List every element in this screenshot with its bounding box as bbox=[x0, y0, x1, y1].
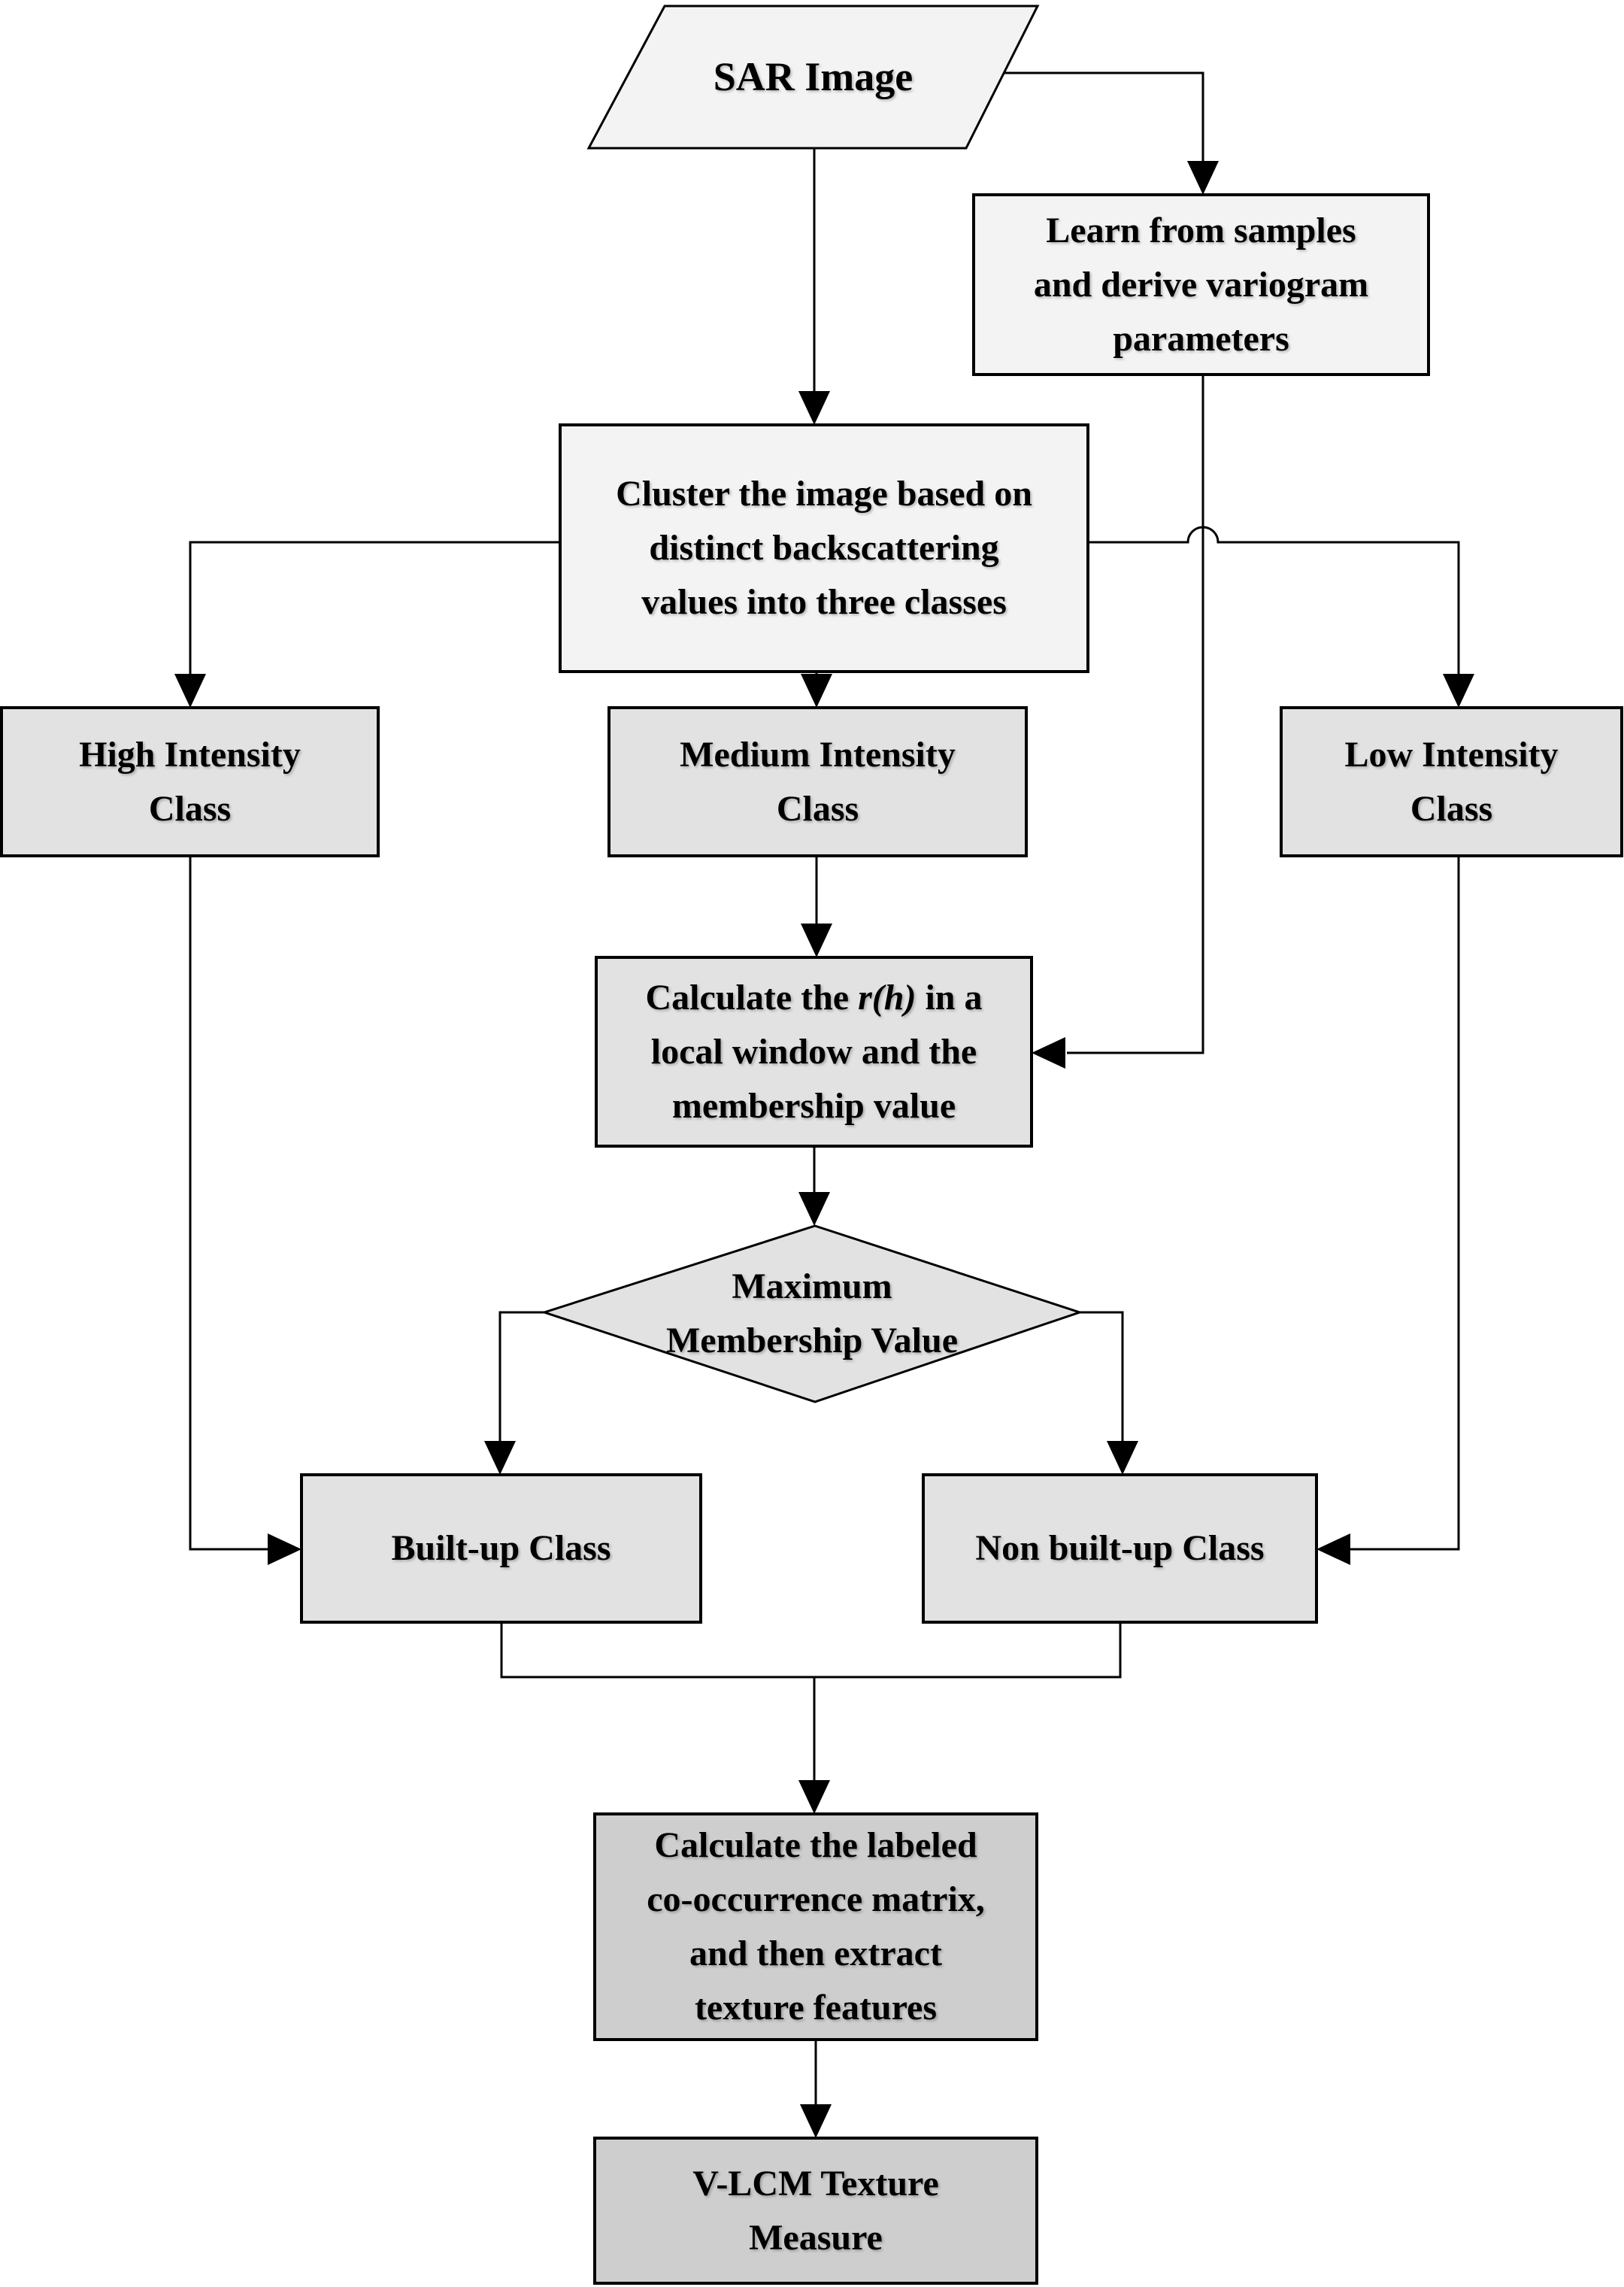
connector-line bbox=[189, 856, 268, 1551]
connector-line bbox=[1002, 71, 1204, 162]
edge-cooccurrence-to-vlcm bbox=[800, 2040, 832, 2138]
edge-learn-to-calc bbox=[1032, 375, 1204, 1069]
arrowhead bbox=[268, 1533, 301, 1565]
arrowhead bbox=[801, 924, 832, 957]
connector-line bbox=[1067, 375, 1204, 1054]
arrowhead bbox=[800, 2104, 832, 2138]
connector-line bbox=[189, 541, 560, 675]
node-cluster-shape bbox=[559, 423, 1089, 673]
edge-merge-to-cooccurrence bbox=[500, 1622, 1122, 1814]
arrowhead bbox=[798, 391, 830, 425]
connector-line bbox=[1080, 1311, 1124, 1442]
connector-line-with-hop bbox=[1088, 526, 1460, 675]
edge-cluster-to-high bbox=[174, 541, 560, 708]
merge-line bbox=[500, 1622, 1122, 1679]
arrowhead bbox=[1443, 674, 1474, 708]
edge-high-to-builtup bbox=[189, 856, 301, 1565]
edge-low-to-nonbuiltup bbox=[1316, 856, 1460, 1565]
node-max-membership-diamond-shape bbox=[541, 1224, 1083, 1403]
node-built-up-shape bbox=[300, 1473, 702, 1624]
arrowhead bbox=[1107, 1441, 1138, 1475]
edge-cluster-to-medium bbox=[801, 672, 832, 708]
arrowhead bbox=[174, 674, 206, 708]
arrowhead bbox=[484, 1441, 516, 1475]
arrowhead bbox=[798, 1192, 830, 1226]
arrowhead bbox=[798, 1780, 830, 1814]
node-learn-samples-shape bbox=[972, 193, 1430, 376]
node-sar-image-shape bbox=[586, 5, 1040, 150]
node-vlcm-shape bbox=[593, 2137, 1038, 2285]
node-low-intensity-shape bbox=[1280, 706, 1623, 857]
edge-cluster-to-low bbox=[1088, 526, 1474, 708]
arrowhead bbox=[1032, 1037, 1065, 1069]
edge-sar-to-cluster bbox=[798, 148, 830, 425]
node-calculate-rh-shape bbox=[595, 956, 1033, 1148]
connector-line bbox=[1350, 856, 1460, 1551]
node-high-intensity-shape bbox=[0, 706, 380, 857]
edge-sar-to-learn bbox=[1002, 71, 1219, 195]
arrowhead bbox=[1187, 161, 1219, 195]
edge-diamond-to-builtup bbox=[484, 1311, 544, 1475]
connector-line bbox=[498, 1311, 544, 1442]
node-non-built-up-shape bbox=[922, 1473, 1318, 1624]
edge-calc-to-diamond bbox=[798, 1146, 830, 1226]
node-medium-intensity-shape bbox=[607, 706, 1028, 857]
node-cooccurrence-shape bbox=[593, 1812, 1038, 2041]
arrowhead bbox=[1316, 1533, 1350, 1565]
arrowhead bbox=[801, 674, 832, 708]
edge-medium-to-calc bbox=[801, 856, 832, 957]
edge-diamond-to-nonbuiltup bbox=[1080, 1311, 1138, 1475]
